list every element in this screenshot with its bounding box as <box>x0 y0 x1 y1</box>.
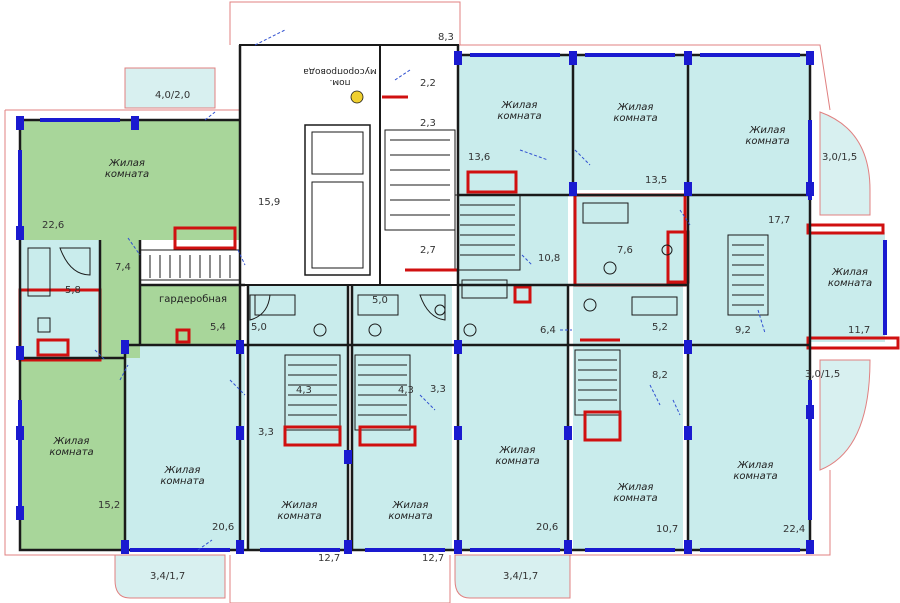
area-balcony-right-bottom: 3,0/1,5 <box>805 369 841 380</box>
area-2-3: 2,3 <box>420 118 436 129</box>
area-11-7: 11,7 <box>848 325 871 336</box>
area-balcony-bottom-left: 3,4/1,7 <box>150 571 186 582</box>
room-zhk-8 <box>458 345 568 550</box>
room-zhk-5 <box>125 345 245 550</box>
area-10-7: 10,7 <box>656 524 679 535</box>
area-5-4: 5,4 <box>210 322 226 333</box>
area-20-6-left: 20,6 <box>212 522 235 533</box>
area-12-7-right: 12,7 <box>422 553 445 564</box>
area-4-3-left: 4,3 <box>296 385 312 396</box>
area-3-3-right: 3,3 <box>430 384 446 395</box>
trash-chute-icon <box>350 90 364 104</box>
room-zhk-7 <box>352 345 452 550</box>
area-5-2: 5,2 <box>652 322 668 333</box>
room-label-zhk-5: Жилая комната <box>160 465 205 487</box>
living-rooms <box>20 55 885 550</box>
area-22-4: 22,4 <box>783 524 806 535</box>
windows <box>18 53 887 552</box>
area-13-6: 13,6 <box>468 152 491 163</box>
area-balcony-right-top: 3,0/1,5 <box>822 152 858 163</box>
bath-5-8 <box>20 240 100 358</box>
bath-fixtures <box>27 202 678 337</box>
green-rooms <box>20 120 240 550</box>
area-3-3-left: 3,3 <box>258 427 274 438</box>
area-13-5: 13,5 <box>645 175 668 186</box>
area-5-0-left: 5,0 <box>251 322 267 333</box>
room-zhk-9 <box>573 345 683 550</box>
room-zhk-4 <box>770 232 885 342</box>
area-5-0-right: 5,0 <box>372 295 388 306</box>
area-8-3: 8,3 <box>438 32 454 43</box>
room-zhk-green-bottom <box>20 358 125 550</box>
room-label-zhk-4: Жилая комната <box>827 267 873 289</box>
central-core <box>239 44 459 286</box>
area-17-7: 17,7 <box>768 215 791 226</box>
room-label-zhk-3: Жилая комната <box>745 125 790 147</box>
area-22-6: 22,6 <box>42 220 65 231</box>
area-20-6-right: 20,6 <box>536 522 559 533</box>
room-zhk-green-top <box>20 120 240 240</box>
room-label-zhk-green-top: Жилая комната <box>104 158 150 180</box>
area-6-4: 6,4 <box>540 325 556 336</box>
area-2-7: 2,7 <box>420 245 436 256</box>
area-7-6: 7,6 <box>617 245 633 256</box>
area-2-2: 2,2 <box>420 78 436 89</box>
balconies <box>114 67 871 599</box>
room-label-zhk-10: Жилая комната <box>733 460 778 482</box>
room-label-zhk-1: Жилая комната <box>497 100 542 122</box>
room-label-zhk-green-bottom: Жилая комната <box>49 436 94 458</box>
fire-partitions <box>18 95 900 447</box>
room-label-tech: пом. мусоропровода <box>303 66 377 87</box>
area-12-7-left: 12,7 <box>318 553 341 564</box>
room-label-zhk-7: Жилая комната <box>388 500 433 522</box>
area-balcony-top-left: 4,0/2,0 <box>155 90 191 101</box>
area-5-8: 5,8 <box>65 285 81 296</box>
room-label-zhk-9: Жилая комната <box>613 482 658 504</box>
area-7-4: 7,4 <box>115 262 131 273</box>
room-zhk-3 <box>688 55 810 215</box>
area-15-2: 15,2 <box>98 500 121 511</box>
area-10-8: 10,8 <box>538 253 561 264</box>
room-label-zhk-6: Жилая комната <box>277 500 322 522</box>
area-9-2: 9,2 <box>735 325 751 336</box>
room-label-zhk-8: Жилая комната <box>495 445 540 467</box>
doors <box>94 29 766 551</box>
room-label-wardrobe: гардеробная <box>158 294 228 305</box>
area-8-2: 8,2 <box>652 370 668 381</box>
room-zhk-6 <box>248 345 348 550</box>
area-15-9: 15,9 <box>258 197 281 208</box>
room-label-zhk-2: Жилая комната <box>613 102 658 124</box>
columns <box>16 51 814 554</box>
room-zhk-2 <box>573 55 688 190</box>
area-4-3-right: 4,3 <box>398 385 414 396</box>
area-balcony-bottom-right: 3,4/1,7 <box>503 571 539 582</box>
hall-6-4 <box>458 285 568 345</box>
room-zhk-10 <box>688 345 810 550</box>
